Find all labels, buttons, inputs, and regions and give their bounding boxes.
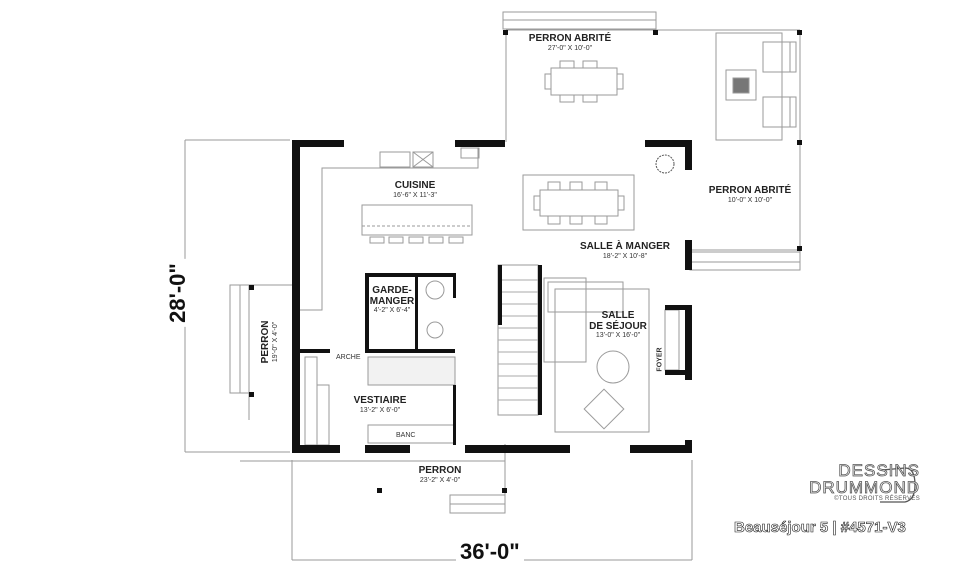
room-name-line1: SALLE bbox=[601, 310, 635, 321]
room-name: SALLE À MANGER bbox=[580, 241, 670, 252]
room-size: 18'-2" X 10'-8" bbox=[602, 252, 648, 260]
room-name: PERRON ABRITÉ bbox=[528, 33, 612, 44]
room-name-line1: GARDE- bbox=[372, 285, 412, 296]
brand-line2: DRUMMOND bbox=[809, 478, 920, 497]
room-size: 19'-0" X 4'-0" bbox=[271, 321, 279, 363]
annotation-banc: BANC bbox=[396, 432, 416, 439]
room-name-line2: DE SÉJOUR bbox=[589, 320, 647, 332]
dimension-width: 36'-0" bbox=[456, 541, 524, 563]
room-size: 10'-0" X 10'-0" bbox=[727, 196, 773, 204]
room-label-salle-a-manger: SALLE À MANGER 18'-2" X 10'-8" bbox=[570, 241, 680, 260]
annotation-foyer: FOYER bbox=[656, 347, 664, 372]
room-label-perron-side: PERRON 19'-0" X 4'-0" bbox=[260, 302, 279, 382]
room-name-line2: MANGER bbox=[369, 295, 415, 307]
room-size: 16'-6" X 11'-3" bbox=[393, 191, 437, 199]
room-label-salle-de-sejour: SALLE DE SÉJOUR 13'-0" X 16'-0" bbox=[578, 310, 658, 339]
plan-title: Beauséjour 5 | #4571-V3 bbox=[734, 519, 906, 537]
room-size: 4'-2" X 6'-4" bbox=[373, 307, 411, 314]
annotation-arche: ARCHE bbox=[336, 354, 361, 361]
brand-line1: DESSINS bbox=[838, 461, 920, 480]
room-label-cuisine: CUISINE 16'-6" X 11'-3" bbox=[375, 180, 455, 199]
dimension-depth: 28'-0" bbox=[165, 259, 190, 327]
room-label-perron-abrite-back: PERRON ABRITÉ 27'-0" X 10'-0" bbox=[520, 33, 620, 52]
room-name: PERRON bbox=[260, 320, 272, 364]
room-size: 13'-0" X 16'-0" bbox=[595, 332, 641, 339]
room-label-perron-abrite-side: PERRON ABRITÉ 10'-0" X 10'-0" bbox=[700, 185, 800, 204]
brand-copyright: ©TOUS DROITS RÉSERVÉS bbox=[834, 496, 920, 502]
room-label-perron-front: PERRON 23'-2" X 4'-0" bbox=[400, 465, 480, 484]
room-name: CUISINE bbox=[394, 180, 436, 191]
room-name: VESTIAIRE bbox=[353, 395, 407, 406]
room-size: 23'-2" X 4'-0" bbox=[419, 476, 461, 484]
room-name: PERRON ABRITÉ bbox=[708, 185, 792, 196]
room-name: PERRON bbox=[418, 465, 462, 476]
room-label-vestiaire: VESTIAIRE 13'-2" X 6'-0" bbox=[340, 395, 420, 414]
room-size: 27'-0" X 10'-0" bbox=[547, 44, 593, 52]
room-label-garde-manger: GARDE- MANGER 4'-2" X 6'-4" bbox=[367, 285, 417, 314]
room-size: 13'-2" X 6'-0" bbox=[359, 406, 401, 414]
brand-logo: DESSINS DRUMMOND ©TOUS DROITS RÉSERVÉS bbox=[809, 462, 920, 502]
